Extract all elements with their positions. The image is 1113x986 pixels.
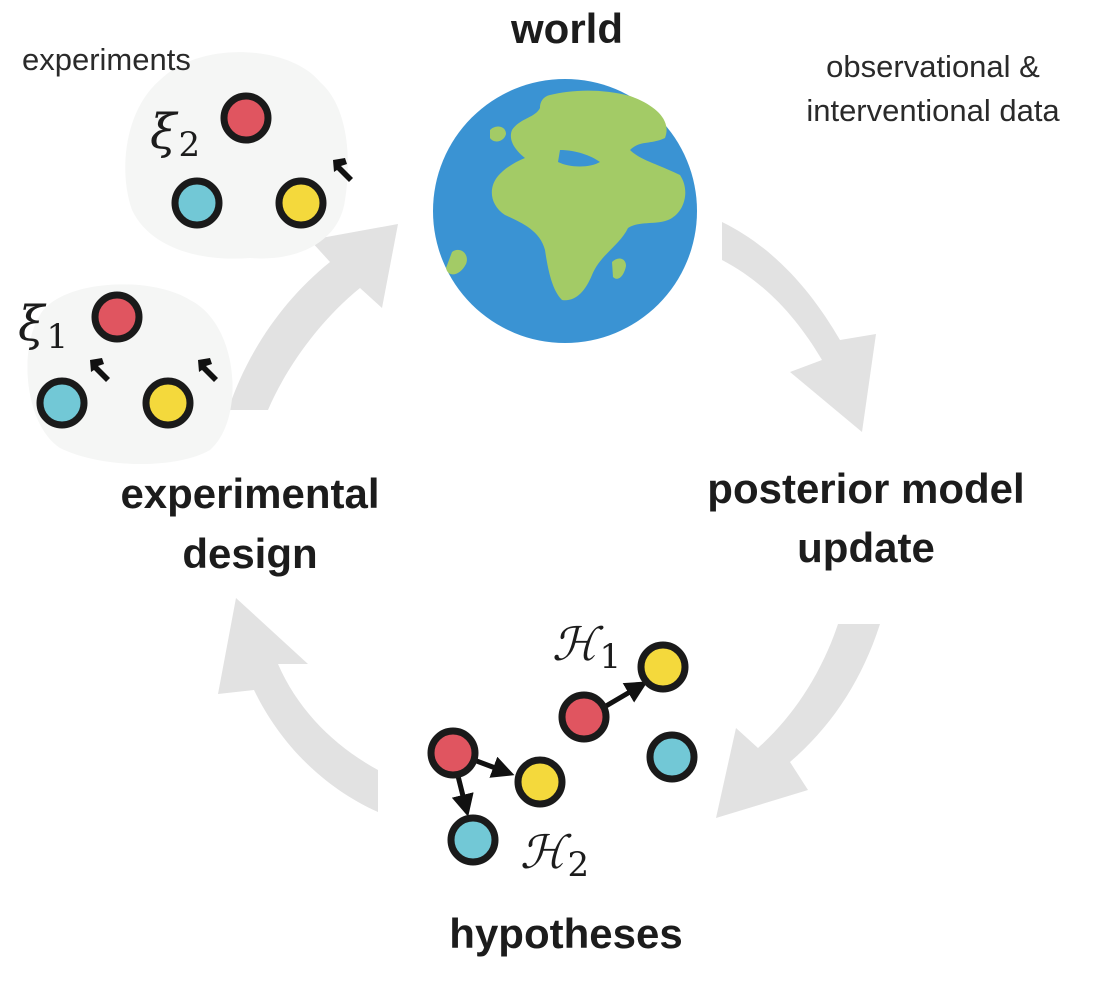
- h2-label: ℋ2: [520, 825, 589, 885]
- h2-blue-node: [447, 814, 499, 866]
- globe-icon: [433, 79, 697, 343]
- xi2-blue-node: [171, 177, 223, 229]
- posterior-label-line1: posterior model: [707, 465, 1024, 512]
- design-label-line1: experimental: [120, 470, 379, 517]
- arrow-hypotheses-to-design: [218, 598, 378, 812]
- design-label-line2: design: [182, 530, 317, 577]
- h2-edge-red-to-blue: [451, 775, 474, 817]
- xi1-blue-node: [36, 377, 88, 429]
- xi1-yellow-node: [142, 377, 194, 429]
- arrow-posterior-to-hypotheses: [716, 624, 880, 818]
- xi1-label: ξ1: [18, 296, 68, 357]
- xi2-label: ξ2: [150, 104, 200, 165]
- xi1-red-node: [91, 291, 143, 343]
- observational-label-line2: interventional data: [806, 93, 1060, 128]
- experiments-label: experiments: [22, 42, 191, 77]
- observational-label-line1: observational &: [826, 49, 1040, 84]
- h1-edge-red-to-yellow: [604, 681, 648, 709]
- posterior-label-line2: update: [797, 524, 935, 571]
- arrow-world-to-posterior: [722, 222, 876, 432]
- arrow-design-to-world: [228, 224, 398, 410]
- xi2-red-node: [220, 92, 272, 144]
- hypotheses-label: hypotheses: [449, 910, 682, 957]
- h2-yellow-node: [514, 756, 566, 808]
- h2-edge-red-to-yellow: [473, 756, 515, 778]
- xi2-yellow-node: [275, 177, 327, 229]
- world-label: world: [510, 5, 623, 52]
- h1-label: ℋ1: [552, 617, 621, 677]
- h1-yellow-node: [637, 641, 689, 693]
- h2-red-node: [427, 727, 479, 779]
- h1-blue-node: [646, 731, 698, 783]
- h1-red-node: [558, 691, 610, 743]
